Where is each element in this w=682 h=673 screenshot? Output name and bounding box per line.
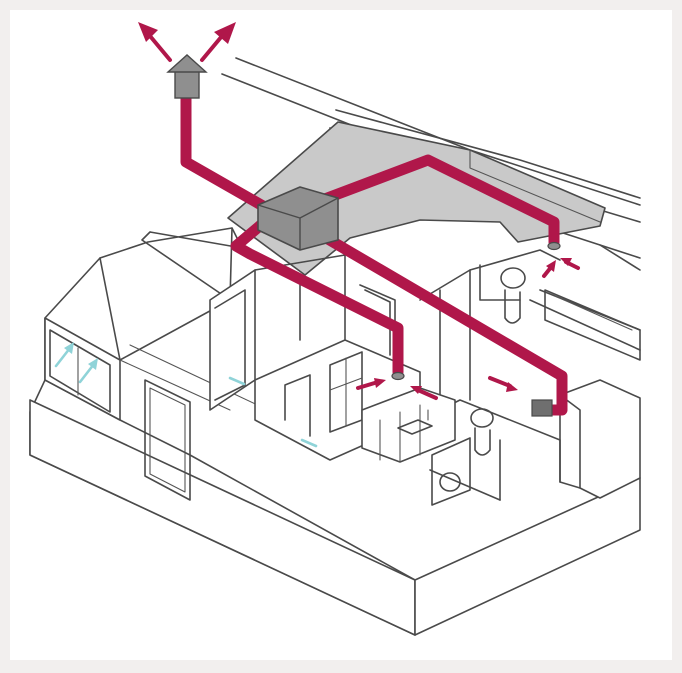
house-cutaway-illustration bbox=[0, 0, 682, 668]
ventilation-diagram bbox=[0, 0, 682, 668]
